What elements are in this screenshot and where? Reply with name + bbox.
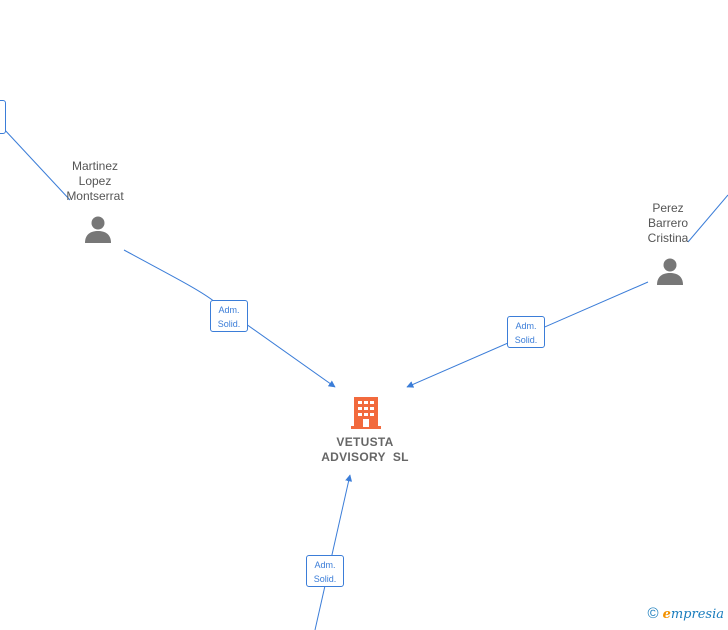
person-icon[interactable] (83, 214, 113, 244)
copyright-icon: © (647, 605, 659, 622)
edge-role-line2: Solid. (313, 574, 337, 584)
person-icon[interactable] (655, 256, 685, 286)
brand-name: mpresia (670, 607, 724, 622)
edge-role-line2: Solid. (514, 335, 538, 345)
link-offscreen-to-martinez (2, 127, 71, 201)
edge-role-line1: Adm. (515, 321, 537, 331)
link-offscreen-to-perez (687, 194, 728, 243)
link-offscreen-to-company (314, 474, 353, 630)
brand-initial: e (662, 607, 671, 622)
person-name-perez[interactable]: Perez Barrero Cristina (647, 201, 689, 245)
edge-role-line1: Adm. (218, 305, 240, 315)
brand-watermark: ©empresia (648, 605, 724, 622)
edge-badge-martinez[interactable]: Adm. Solid. (210, 300, 248, 332)
edge-role-line2: Solid. (217, 319, 241, 329)
company-name[interactable]: VETUSTA ADVISORY SL (300, 435, 430, 465)
edge-role-line1: Adm. (314, 560, 336, 570)
company-name-line1: VETUSTA (336, 435, 394, 449)
building-icon[interactable] (348, 395, 384, 431)
offscreen-edge-badge[interactable] (0, 100, 6, 134)
edge-badge-perez[interactable]: Adm. Solid. (507, 316, 545, 348)
person-name-martinez[interactable]: Martinez Lopez Montserrat (66, 159, 124, 203)
company-name-line2: ADVISORY SL (321, 450, 409, 464)
edge-badge-bottom[interactable]: Adm. Solid. (306, 555, 344, 587)
